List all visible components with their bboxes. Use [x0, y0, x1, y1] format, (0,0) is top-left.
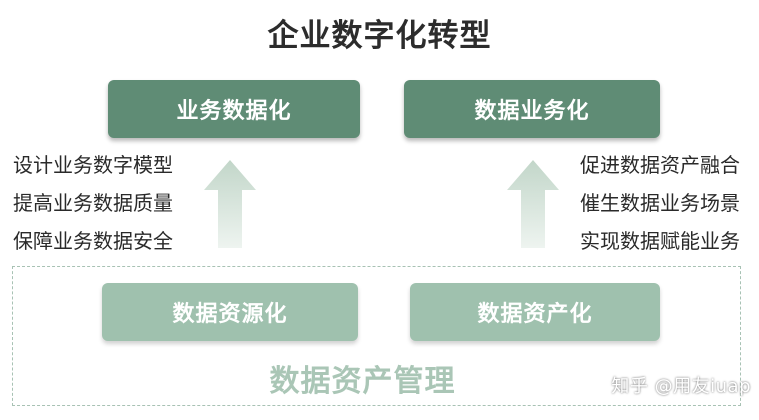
- left-goal-item: 提高业务数据质量: [13, 191, 173, 215]
- right-goal-item: 催生数据业务场景: [580, 191, 740, 215]
- business-datafication-label: 业务数据化: [176, 99, 292, 124]
- business-datafication-box: 业务数据化: [108, 80, 360, 138]
- left-goal-list: 设计业务数字模型 提高业务数据质量 保障业务数据安全: [13, 146, 173, 260]
- data-businessization-label: 数据业务化: [474, 99, 590, 124]
- right-goal-item: 实现数据赋能业务: [580, 229, 740, 253]
- data-resourcification-box: 数据资源化: [102, 283, 358, 341]
- data-businessization-box: 数据业务化: [404, 80, 660, 138]
- left-goal-item: 保障业务数据安全: [13, 229, 173, 253]
- right-goal-list: 促进数据资产融合 催生数据业务场景 实现数据赋能业务: [580, 146, 740, 260]
- left-up-arrow-icon: [204, 160, 256, 248]
- diagram-title: 企业数字化转型: [267, 18, 492, 54]
- left-goal-item: 设计业务数字模型: [13, 153, 173, 177]
- watermark: 知乎 @用友iuap: [611, 376, 751, 397]
- data-resourcification-label: 数据资源化: [172, 302, 288, 327]
- data-assetization-box: 数据资产化: [410, 283, 660, 341]
- right-up-arrow-icon: [507, 160, 559, 248]
- data-asset-management-title: 数据资产管理: [269, 364, 456, 399]
- data-asset-management-frame: [12, 266, 741, 406]
- right-goal-item: 促进数据资产融合: [580, 153, 740, 177]
- data-assetization-label: 数据资产化: [477, 302, 593, 327]
